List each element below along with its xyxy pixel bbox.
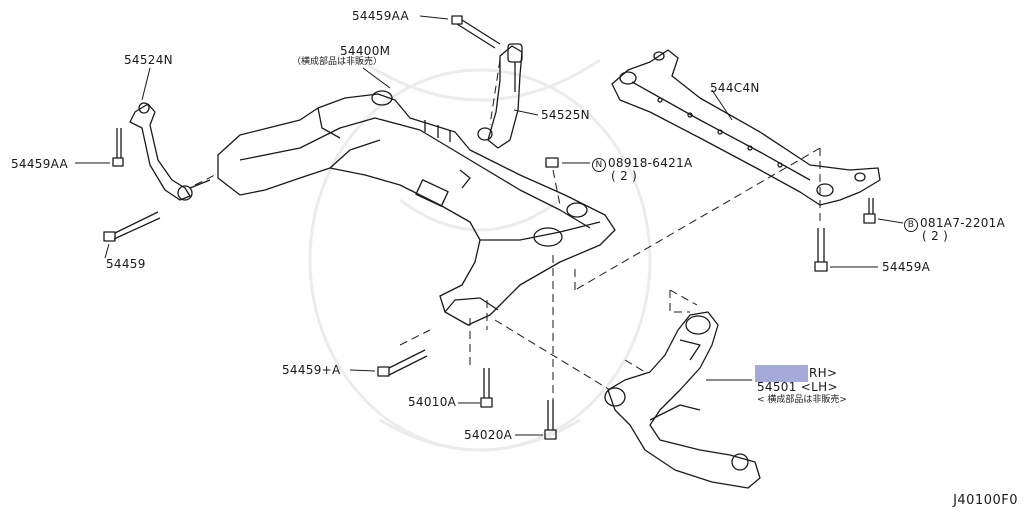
assembly-guide-lines <box>194 59 821 400</box>
part-note-54501: < 横成部品は非販売> <box>757 395 847 405</box>
part-label-544C4N[interactable]: 544C4N <box>710 81 760 95</box>
bolt-54459-plus-A <box>377 349 428 377</box>
part-label-54500-rh[interactable]: RH> <box>809 366 838 380</box>
bolt-54010A <box>480 368 493 408</box>
part-label-54459A[interactable]: 54459A <box>882 260 931 274</box>
diagram-code: J40100F0 <box>953 493 1018 508</box>
part-number-08918: 08918-6421A <box>608 156 693 170</box>
part-label-54010A[interactable]: 54010A <box>408 395 457 409</box>
part-label-54459AA-top[interactable]: 54459AA <box>352 9 410 23</box>
part-label-54524N[interactable]: 54524N <box>124 53 173 67</box>
part-label-54400M[interactable]: 54400M <box>340 44 391 58</box>
part-label-54020A[interactable]: 54020A <box>464 428 513 442</box>
watermark-emblem <box>308 58 652 452</box>
front-crossmember <box>217 90 616 326</box>
bolt-54459AA-left <box>112 128 124 167</box>
b-circle-icon: B <box>904 218 918 232</box>
part-label-54501-lh[interactable]: 54501 <LH> <box>757 380 838 394</box>
bolt-54459 <box>103 211 161 242</box>
n-circle-icon: N <box>592 158 606 172</box>
part-label-54459AA-left[interactable]: 54459AA <box>11 157 69 171</box>
part-qty-08918: ( 2 ) <box>611 169 638 183</box>
part-label-54459[interactable]: 54459 <box>106 257 146 271</box>
bolt-54459A <box>814 228 828 272</box>
nut-08918 <box>545 157 559 168</box>
part-label-54525N[interactable]: 54525N <box>541 108 590 122</box>
highlighted-part-number-box[interactable] <box>755 365 808 382</box>
rear-crossmember-bracket <box>611 49 881 206</box>
bolt-54020A <box>544 400 557 440</box>
lower-control-arm <box>604 311 761 489</box>
stabilizer-link-54524N <box>129 102 211 201</box>
bolt-54459AA-top <box>451 15 501 49</box>
part-note-54400M: （横成部品は非販売） <box>292 57 383 67</box>
part-label-54459-plus-A[interactable]: 54459+A <box>282 363 341 377</box>
leader-lines <box>75 15 904 436</box>
stabilizer-link-54525N <box>477 43 523 149</box>
bolt-081A7 <box>863 198 876 224</box>
part-qty-081A7: ( 2 ) <box>922 229 949 243</box>
part-number-081A7: 081A7-2201A <box>920 216 1006 230</box>
